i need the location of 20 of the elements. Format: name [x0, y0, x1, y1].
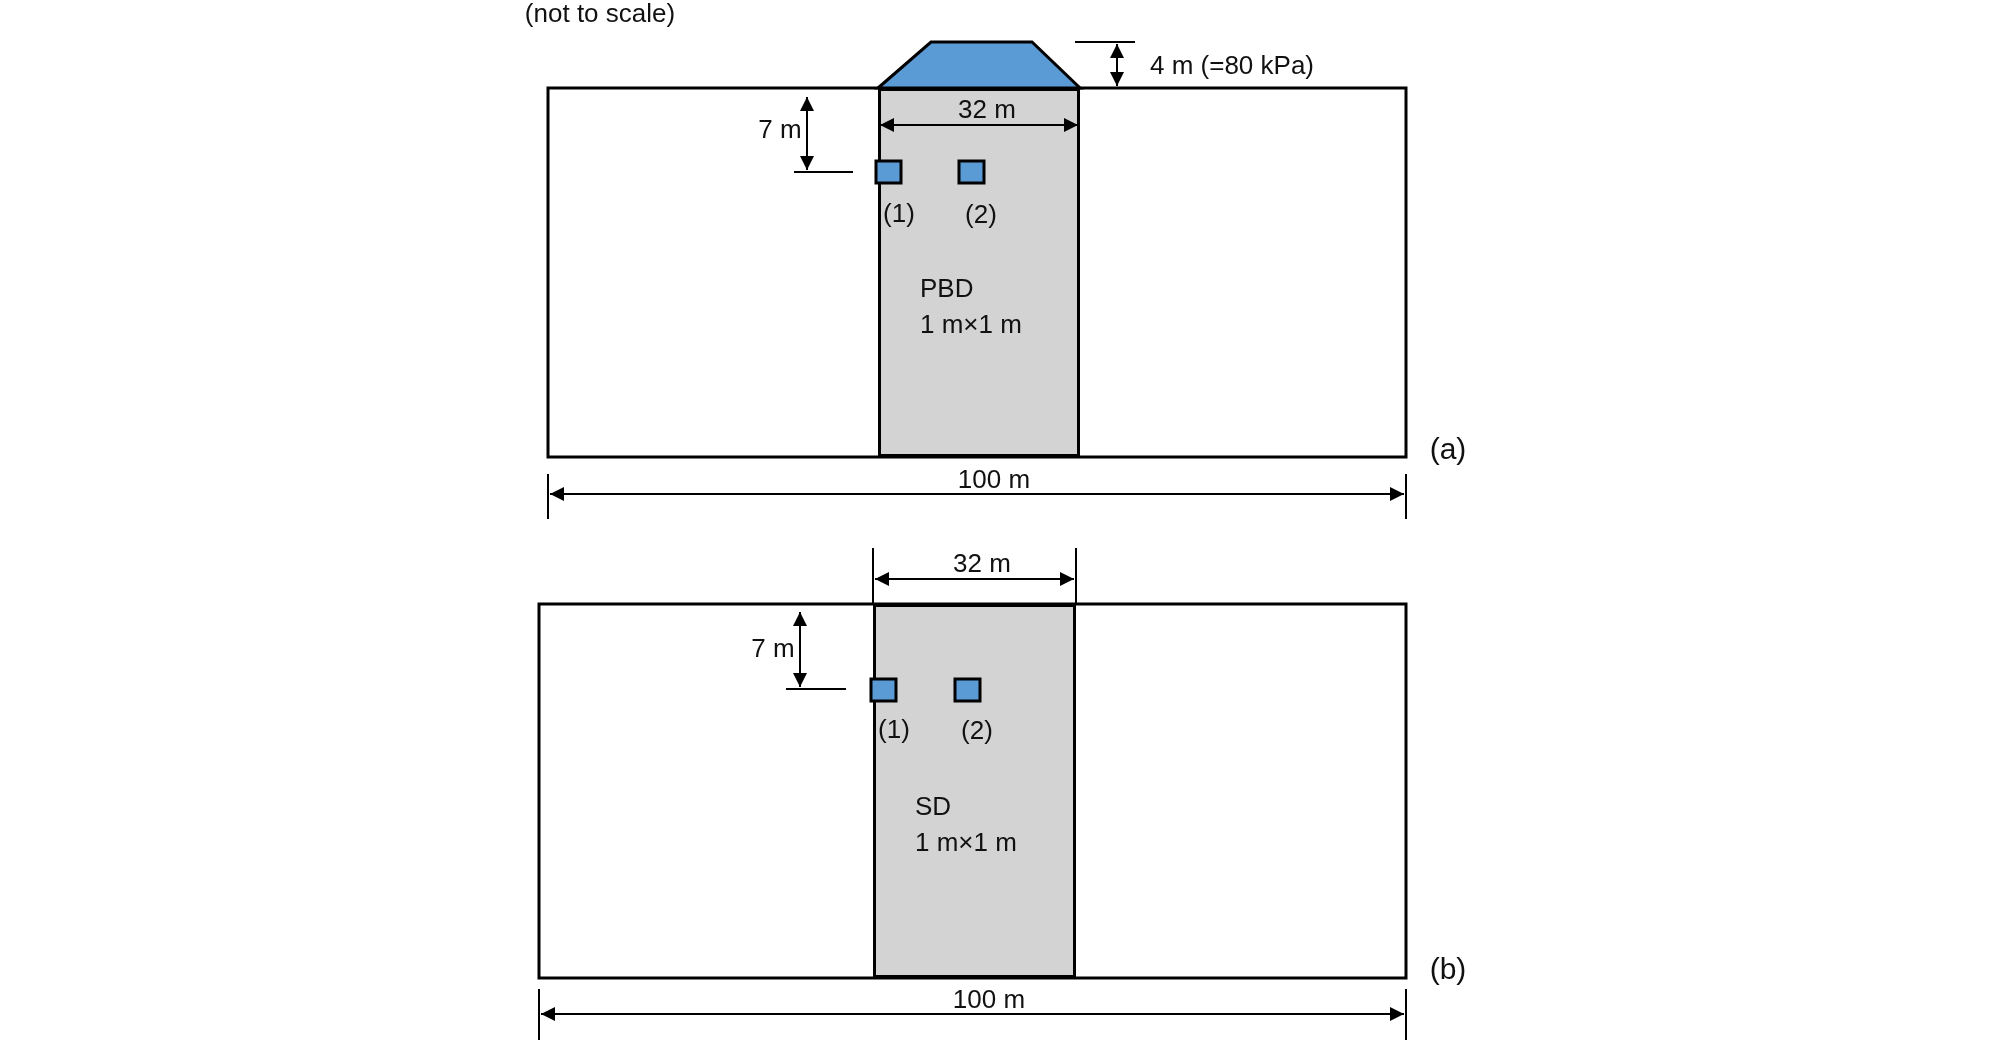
drain-zone	[873, 604, 1076, 978]
zone-name: PBD	[920, 273, 974, 304]
zone-size: 1 m×1 m	[920, 309, 1022, 340]
dimension-label: 100 m	[952, 983, 1026, 1015]
dimension-label: 32 m	[958, 93, 1016, 125]
drain-zone	[878, 88, 1080, 457]
zone-size: 1 m×1 m	[915, 827, 1017, 858]
zone-name: SD	[915, 791, 952, 822]
dimension-label: 4 m (=80 kPa)	[1150, 49, 1314, 81]
dimension-label: 100 m	[957, 463, 1031, 495]
note: (not to scale)	[524, 0, 676, 29]
panel-label: (b)	[1429, 952, 1467, 986]
point-label: (1)	[883, 197, 915, 229]
dimension-label: 7 m	[751, 632, 795, 664]
panel-label: (a)	[1429, 432, 1467, 466]
dimension-label: 32 m	[953, 547, 1011, 579]
point-label: (2)	[965, 198, 997, 230]
point-label: (1)	[878, 713, 910, 745]
dimension-label: 7 m	[758, 113, 802, 145]
point-label: (2)	[961, 714, 993, 746]
